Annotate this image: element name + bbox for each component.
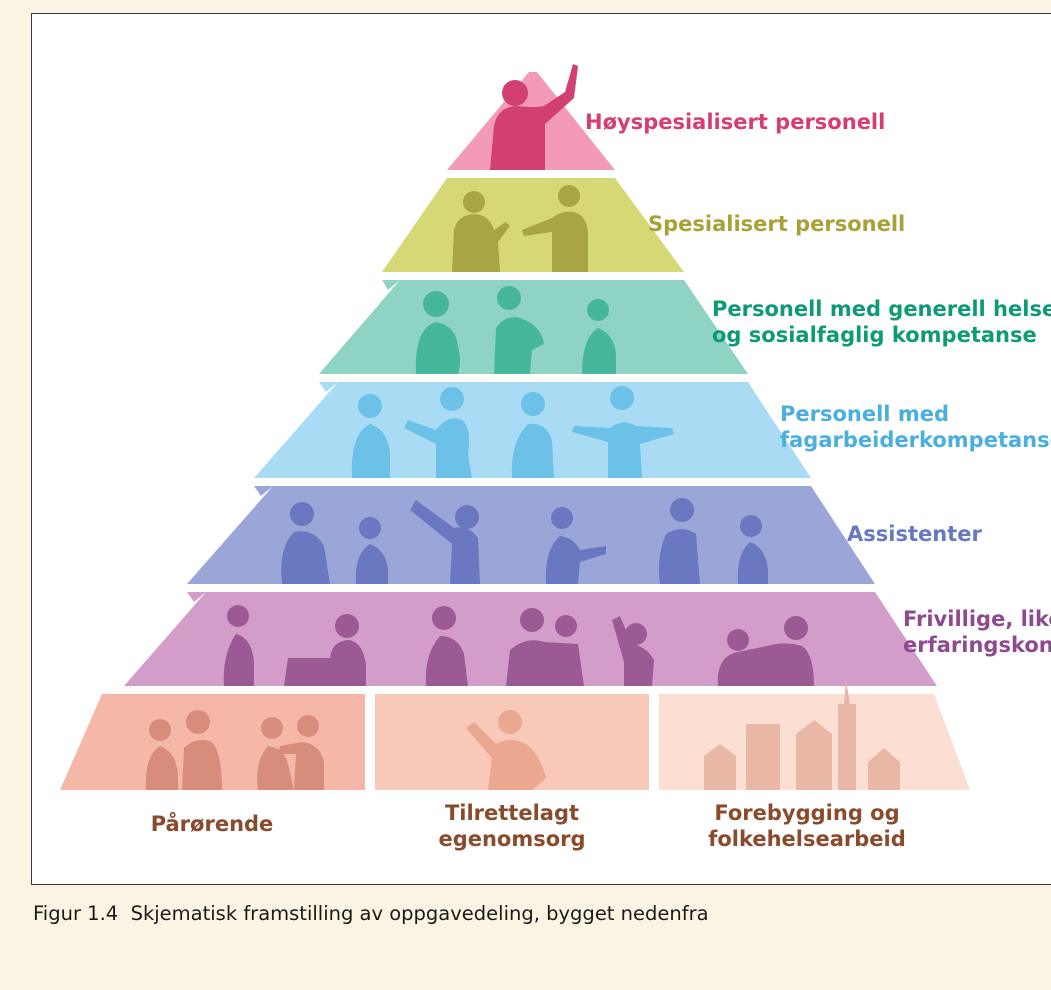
level-5-figures (281, 498, 768, 584)
level-1-label: Høyspesialisert personell (585, 110, 886, 134)
base-3-buildings (704, 680, 900, 790)
level-1-figure (490, 64, 578, 170)
level-4-label: Personell med fagarbeiderkompetanse (780, 402, 1051, 452)
level-5-label: Assistenter (847, 522, 982, 546)
level-2-figures (452, 185, 588, 272)
level-2-label: Spesialisert personell (648, 212, 906, 236)
level-2-band (382, 178, 684, 272)
level-4-figures (351, 386, 674, 478)
figure-frame: Høyspesialisert personell Spesialisert p… (31, 13, 1051, 885)
base-3-label: Forebygging og folkehelsearbeid (708, 801, 906, 851)
level-6-figures (223, 605, 814, 686)
base-2-label: Tilrettelagt egenomsorg (438, 801, 586, 851)
base-1-label: Pårørende (150, 812, 274, 836)
base-2-figure (466, 710, 546, 790)
level-3-figures (415, 286, 616, 374)
pyramid-diagram (60, 64, 970, 790)
figure-caption: Figur 1.4 Skjematisk framstilling av opp… (33, 902, 709, 925)
base-1-figures (145, 710, 324, 790)
level-3-label: Personell med generell helse- og sosialf… (712, 297, 1051, 347)
level-6-label: Frivillige, likepersoner, erfaringskonsu… (903, 607, 1051, 657)
base-block-1 (60, 694, 365, 790)
